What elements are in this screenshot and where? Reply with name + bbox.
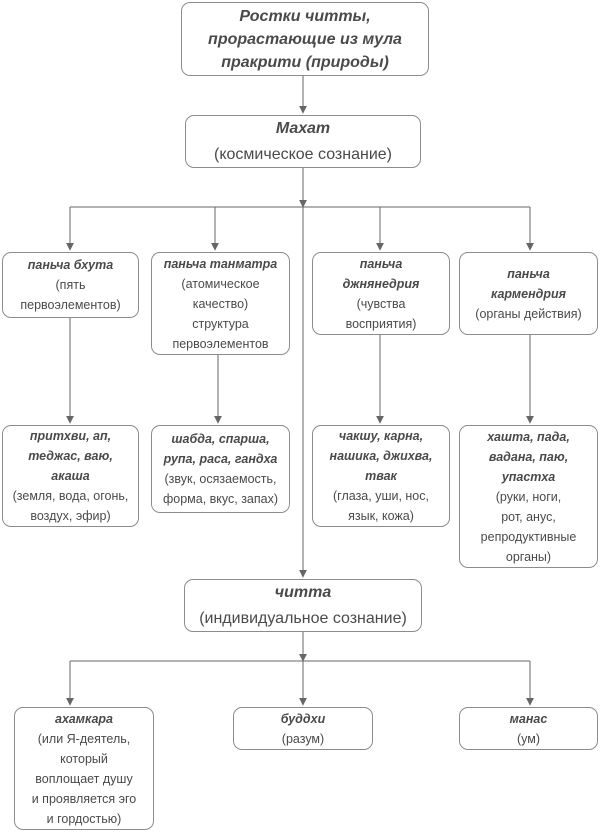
category-karmendriya-desc-1: (органы действия) bbox=[475, 306, 582, 321]
ahamkara-desc-1: (или Я-деятель, bbox=[37, 731, 131, 746]
details-karmendriya: хашта, пада, вадана, паю, упастха (руки,… bbox=[459, 425, 598, 568]
category-tanmatra-name: паньча танматра bbox=[163, 256, 278, 271]
buddhi-box: буддхи (разум) bbox=[233, 707, 373, 750]
category-jnanendriya: паньча джнянедрия (чувства восприятия) bbox=[312, 252, 450, 335]
category-jnanendriya-name-2: джнянедрия bbox=[342, 276, 420, 291]
details-tanmatra-line-2: рупа, раса, гандха bbox=[163, 452, 278, 466]
title-line-2: прорастающие из мула bbox=[208, 30, 402, 48]
details-jnanendriya-line-4: (глаза, уши, нос, bbox=[333, 489, 429, 503]
ahamkara-desc-4: и проявляется эго bbox=[31, 791, 137, 806]
ahamkara-box: ахамкара (или Я-деятель, который воплоща… bbox=[14, 707, 154, 830]
ahamkara-name: ахамкара bbox=[55, 711, 113, 726]
ahamkara-desc-3: воплощает душу bbox=[35, 771, 133, 786]
details-bhuta-line-2: теджас, ваю, bbox=[28, 449, 113, 463]
mahat-name: Махат bbox=[275, 119, 331, 137]
ahamkara-desc-5: и гордостью) bbox=[46, 811, 122, 826]
details-bhuta-line-3: акаша bbox=[51, 469, 90, 483]
buddhi-name: буддхи bbox=[280, 711, 326, 726]
category-karmendriya: паньча кармендрия (органы действия) bbox=[459, 252, 598, 335]
chitta-box: читта (индивидуальное сознание) bbox=[184, 579, 422, 632]
details-jnanendriya-line-2: нашика, джихва, bbox=[329, 449, 433, 463]
manas-box: манас (ум) bbox=[459, 707, 598, 750]
details-karmendriya-line-6: репродуктивные bbox=[480, 529, 577, 544]
details-bhuta-line-1: притхви, ап, bbox=[29, 429, 112, 443]
details-jnanendriya-line-3: твак bbox=[365, 469, 397, 483]
details-jnanendriya: чакшу, карна, нашика, джихва, твак (глаз… bbox=[312, 425, 450, 527]
chitta-desc: (индивидуальное сознание) bbox=[199, 609, 407, 627]
details-tanmatra-line-3: (звук, осязаемость, bbox=[164, 472, 277, 486]
title-line-1: Ростки читты, bbox=[239, 7, 371, 25]
category-bhuta-desc-2: первоэлементов) bbox=[20, 298, 121, 312]
category-bhuta: паньча бхута (пять первоэлементов) bbox=[2, 252, 139, 318]
details-tanmatra-line-4: форма, вкус, запах) bbox=[162, 492, 279, 506]
mahat-desc: (космическое сознание) bbox=[214, 145, 392, 163]
category-karmendriya-name-2: кармендрия bbox=[490, 286, 567, 301]
details-bhuta-line-5: воздух, эфир) bbox=[30, 509, 111, 523]
category-jnanendriya-desc-2: восприятия) bbox=[345, 316, 417, 331]
buddhi-desc: (разум) bbox=[281, 731, 325, 746]
ahamkara-desc-2: который bbox=[60, 751, 108, 766]
details-jnanendriya-line-5: язык, кожа) bbox=[348, 509, 414, 523]
category-tanmatra-desc-3: структура bbox=[192, 316, 249, 331]
details-karmendriya-line-4: (руки, ноги, bbox=[495, 489, 562, 504]
category-tanmatra: паньча танматра (атомическое качество) с… bbox=[151, 252, 290, 355]
title-line-3: пракрити (природы) bbox=[221, 53, 389, 71]
details-karmendriya-line-1: хашта, пада, bbox=[487, 429, 570, 444]
category-karmendriya-name-1: паньча bbox=[507, 266, 550, 281]
mahat-box: Махат (космическое сознание) bbox=[185, 115, 421, 168]
chitta-name: читта bbox=[274, 583, 332, 601]
details-bhuta: притхви, ап, теджас, ваю, акаша (земля, … bbox=[2, 425, 139, 527]
details-karmendriya-line-3: упастха bbox=[501, 469, 556, 484]
category-jnanendriya-name-1: паньча bbox=[359, 256, 403, 271]
category-tanmatra-desc-2: качество) bbox=[192, 296, 249, 311]
category-jnanendriya-desc-1: (чувства bbox=[356, 296, 406, 311]
category-bhuta-name: паньча бхута bbox=[27, 258, 114, 272]
details-jnanendriya-line-1: чакшу, карна, bbox=[338, 429, 424, 443]
details-bhuta-line-4: (земля, вода, огонь, bbox=[12, 489, 129, 503]
category-tanmatra-desc-4: первоэлементов bbox=[172, 336, 269, 351]
details-karmendriya-line-5: рот, анус, bbox=[501, 509, 556, 524]
title-box: Ростки читты, прорастающие из мула пракр… bbox=[181, 2, 429, 76]
category-tanmatra-desc-1: (атомическое bbox=[181, 276, 260, 291]
manas-desc: (ум) bbox=[516, 731, 541, 746]
details-tanmatra: шабда, спарша, рупа, раса, гандха (звук,… bbox=[151, 425, 290, 513]
manas-name: манас bbox=[509, 711, 548, 726]
details-tanmatra-line-1: шабда, спарша, bbox=[171, 432, 270, 446]
details-karmendriya-line-2: вадана, паю, bbox=[488, 449, 569, 464]
details-karmendriya-line-7: органы) bbox=[505, 549, 552, 564]
category-bhuta-desc-1: (пять bbox=[55, 278, 86, 292]
